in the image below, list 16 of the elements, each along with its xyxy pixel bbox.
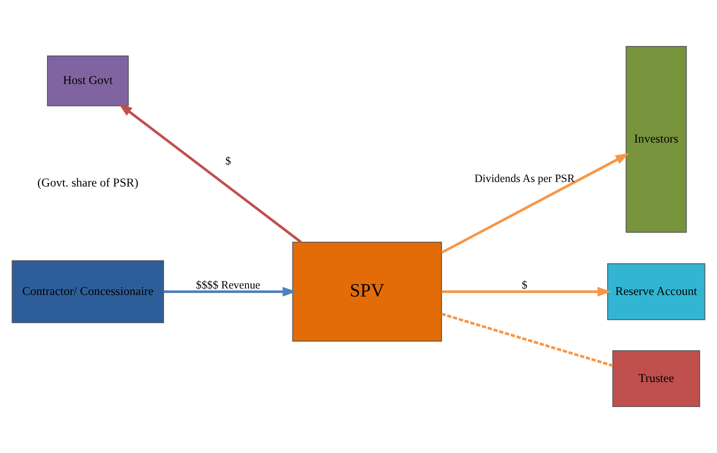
node-box: Investors [626,46,687,233]
node-box: Contractor/ Concessionaire [12,260,164,324]
arrow [441,153,630,254]
node-box: Host Govt [47,55,129,106]
node-box: Reserve Account [607,263,706,320]
edge-label: Dividends As per PSR [474,172,575,185]
connector [441,312,614,367]
node-box: Trustee [612,350,700,407]
edge-label: $ [522,280,528,292]
arrow [442,286,612,297]
arrow [118,104,302,244]
label: (Govt. share of PSR) [37,175,138,190]
edge-label: $ [225,156,231,168]
edge-label: $$$$ Revenue [196,280,260,292]
arrow [164,286,296,297]
node-box: SPV [292,242,442,342]
